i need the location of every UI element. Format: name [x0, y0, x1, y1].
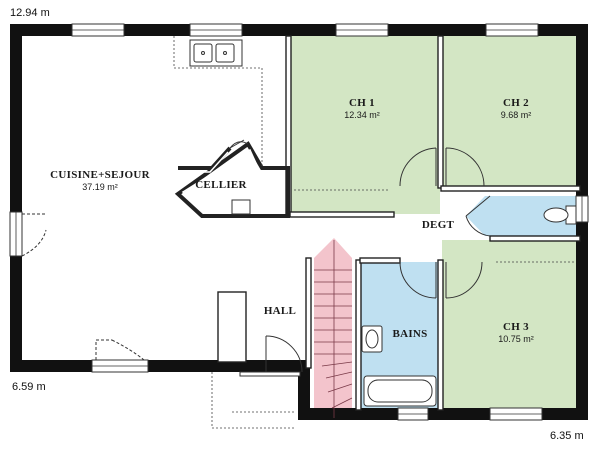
room-name: CH 3	[503, 321, 529, 333]
hall-step	[239, 371, 301, 377]
ch2-floor	[442, 36, 580, 188]
room-hall: HALL	[263, 305, 297, 317]
room-area: 10.75 m²	[498, 334, 534, 344]
room-name: CH 2	[503, 97, 529, 109]
washbasin	[361, 325, 383, 353]
room-name: CH 1	[349, 97, 375, 109]
room-ch2: CH 2 9.68 m²	[466, 98, 566, 120]
stair-treads	[314, 240, 353, 418]
bathtub	[363, 375, 437, 407]
room-ch1: CH 1 12.34 m²	[312, 98, 412, 120]
interior-walls	[217, 35, 581, 411]
dimension-bottom-left: 6.59 m	[12, 381, 46, 393]
cellier-walls-inner	[181, 148, 285, 213]
room-area: 9.68 m²	[500, 110, 532, 120]
dimension-top-left: 12.94 m	[10, 7, 50, 19]
dimension-bottom-right: 6.35 m	[550, 430, 584, 442]
outer-walls	[10, 24, 588, 420]
room-area: 12.34 m²	[344, 110, 380, 120]
ch3-floor	[442, 240, 580, 410]
room-area: 37.19 m²	[82, 182, 118, 192]
room-degt: DEGT	[421, 219, 455, 231]
cellier-walls	[174, 141, 290, 218]
water-heater	[231, 199, 251, 215]
kitchen-sink	[189, 39, 243, 67]
doors	[21, 139, 491, 373]
room-bains: BAINS	[392, 328, 428, 340]
window-panes	[15, 29, 583, 415]
toilet	[543, 205, 577, 225]
room-ch3: CH 3 10.75 m²	[466, 322, 566, 344]
stair-floor	[314, 238, 352, 418]
room-cuisine-sejour: CUISINE+SEJOUR 37.19 m²	[40, 170, 160, 192]
kitchen-counter	[173, 36, 576, 429]
room-cellier: CELLIER	[195, 179, 247, 191]
ch1-floor	[290, 36, 440, 214]
room-name: CUISINE+SEJOUR	[50, 169, 150, 181]
wc-floor	[466, 196, 580, 236]
